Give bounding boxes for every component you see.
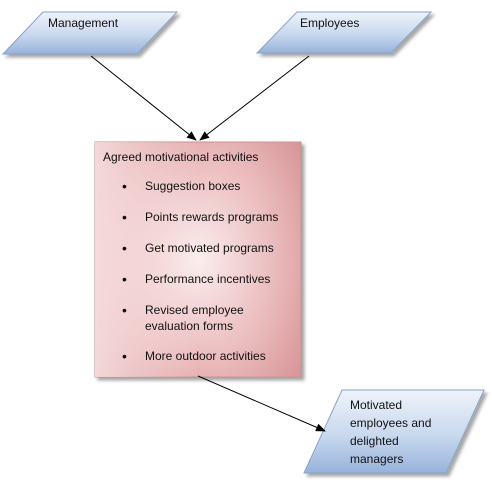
activity-item-points-rewards: Points rewards programs <box>120 209 300 225</box>
outcome-label: Motivated employees and delighted manage… <box>350 398 432 466</box>
activity-item-revised-evaluation-forms: Revised employee evaluation forms <box>120 302 300 334</box>
activities-title: Agreed motivational activities <box>103 150 259 164</box>
employees-node <box>255 11 433 54</box>
activity-item-performance-incentives: Performance incentives <box>120 271 300 287</box>
management-node <box>1 11 179 55</box>
activities-list: Suggestion boxes Points rewards programs… <box>120 178 300 364</box>
arrow-employees-to-activities <box>199 55 310 141</box>
activity-item-get-motivated: Get motivated programs <box>120 240 300 256</box>
outcome-node <box>303 389 485 474</box>
activity-item-suggestion-boxes: Suggestion boxes <box>120 178 300 194</box>
employees-label: Employees <box>300 16 360 30</box>
activity-item-outdoor-activities: More outdoor activities <box>120 348 300 364</box>
management-label: Management <box>48 16 119 30</box>
arrow-activities-to-outcome <box>197 375 326 432</box>
arrow-management-to-activities <box>90 55 197 141</box>
